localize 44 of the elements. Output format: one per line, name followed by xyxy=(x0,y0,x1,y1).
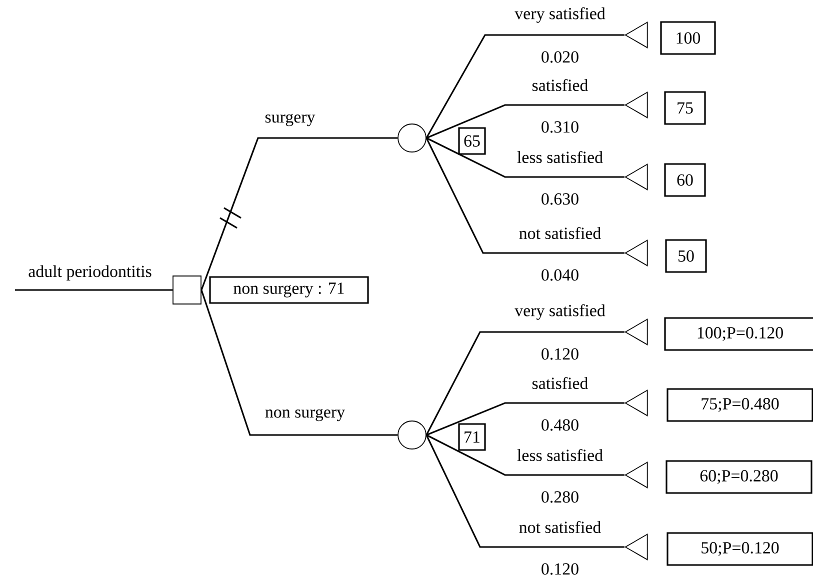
branch-line xyxy=(426,434,624,476)
probability-label: 0.020 xyxy=(542,51,578,63)
branch-label: very satisfied xyxy=(514,7,606,23)
branch-line xyxy=(200,137,398,290)
chance-circle xyxy=(398,124,426,152)
payoff-box: 50;P=0.120 xyxy=(666,532,813,566)
value-box: non surgery : 71 xyxy=(209,276,369,304)
payoff-box: 60 xyxy=(664,163,706,197)
payoff-box: 60;P=0.280 xyxy=(666,460,812,494)
chance-circle xyxy=(398,420,426,450)
probability-label: 0.480 xyxy=(542,419,578,431)
probability-label: 0.040 xyxy=(542,269,578,281)
branch-label: not satisfied xyxy=(519,520,601,534)
probability-label: 0.120 xyxy=(542,563,578,575)
probability-label: 0.630 xyxy=(542,193,578,205)
branch-label: not satisfied xyxy=(519,226,601,240)
value-box: 71 xyxy=(458,423,486,451)
branch-label: less satisfied xyxy=(517,448,603,462)
branch-line xyxy=(200,290,398,436)
payoff-box: 100 xyxy=(660,21,716,55)
payoff-box: 75;P=0.480 xyxy=(666,388,813,422)
branch-line xyxy=(426,402,624,436)
probability-label: 0.310 xyxy=(542,121,578,133)
branch-label: less satisfied xyxy=(517,150,603,164)
payoff-box: 50 xyxy=(665,239,707,273)
branch-label: non surgery xyxy=(265,408,345,422)
node-caption: adult periodontitis xyxy=(28,265,152,281)
branch-line xyxy=(426,138,624,254)
branch-line xyxy=(15,289,173,291)
branch-label: satisfied xyxy=(532,78,588,92)
payoff-box: 75 xyxy=(664,91,706,125)
branch-label: satisfied xyxy=(532,376,588,390)
branch-line xyxy=(426,34,624,138)
branch-label: surgery xyxy=(265,114,316,126)
branch-line xyxy=(426,434,624,548)
branch-line xyxy=(426,137,624,178)
probability-label: 0.120 xyxy=(542,348,578,360)
branch-line xyxy=(426,331,624,436)
branch-line xyxy=(426,104,624,139)
probability-label: 0.280 xyxy=(542,491,578,503)
payoff-box: 100;P=0.120 xyxy=(664,317,813,351)
decision-square xyxy=(172,276,202,304)
value-box: 65 xyxy=(458,127,486,155)
branch-label: very satisfied xyxy=(514,304,606,320)
